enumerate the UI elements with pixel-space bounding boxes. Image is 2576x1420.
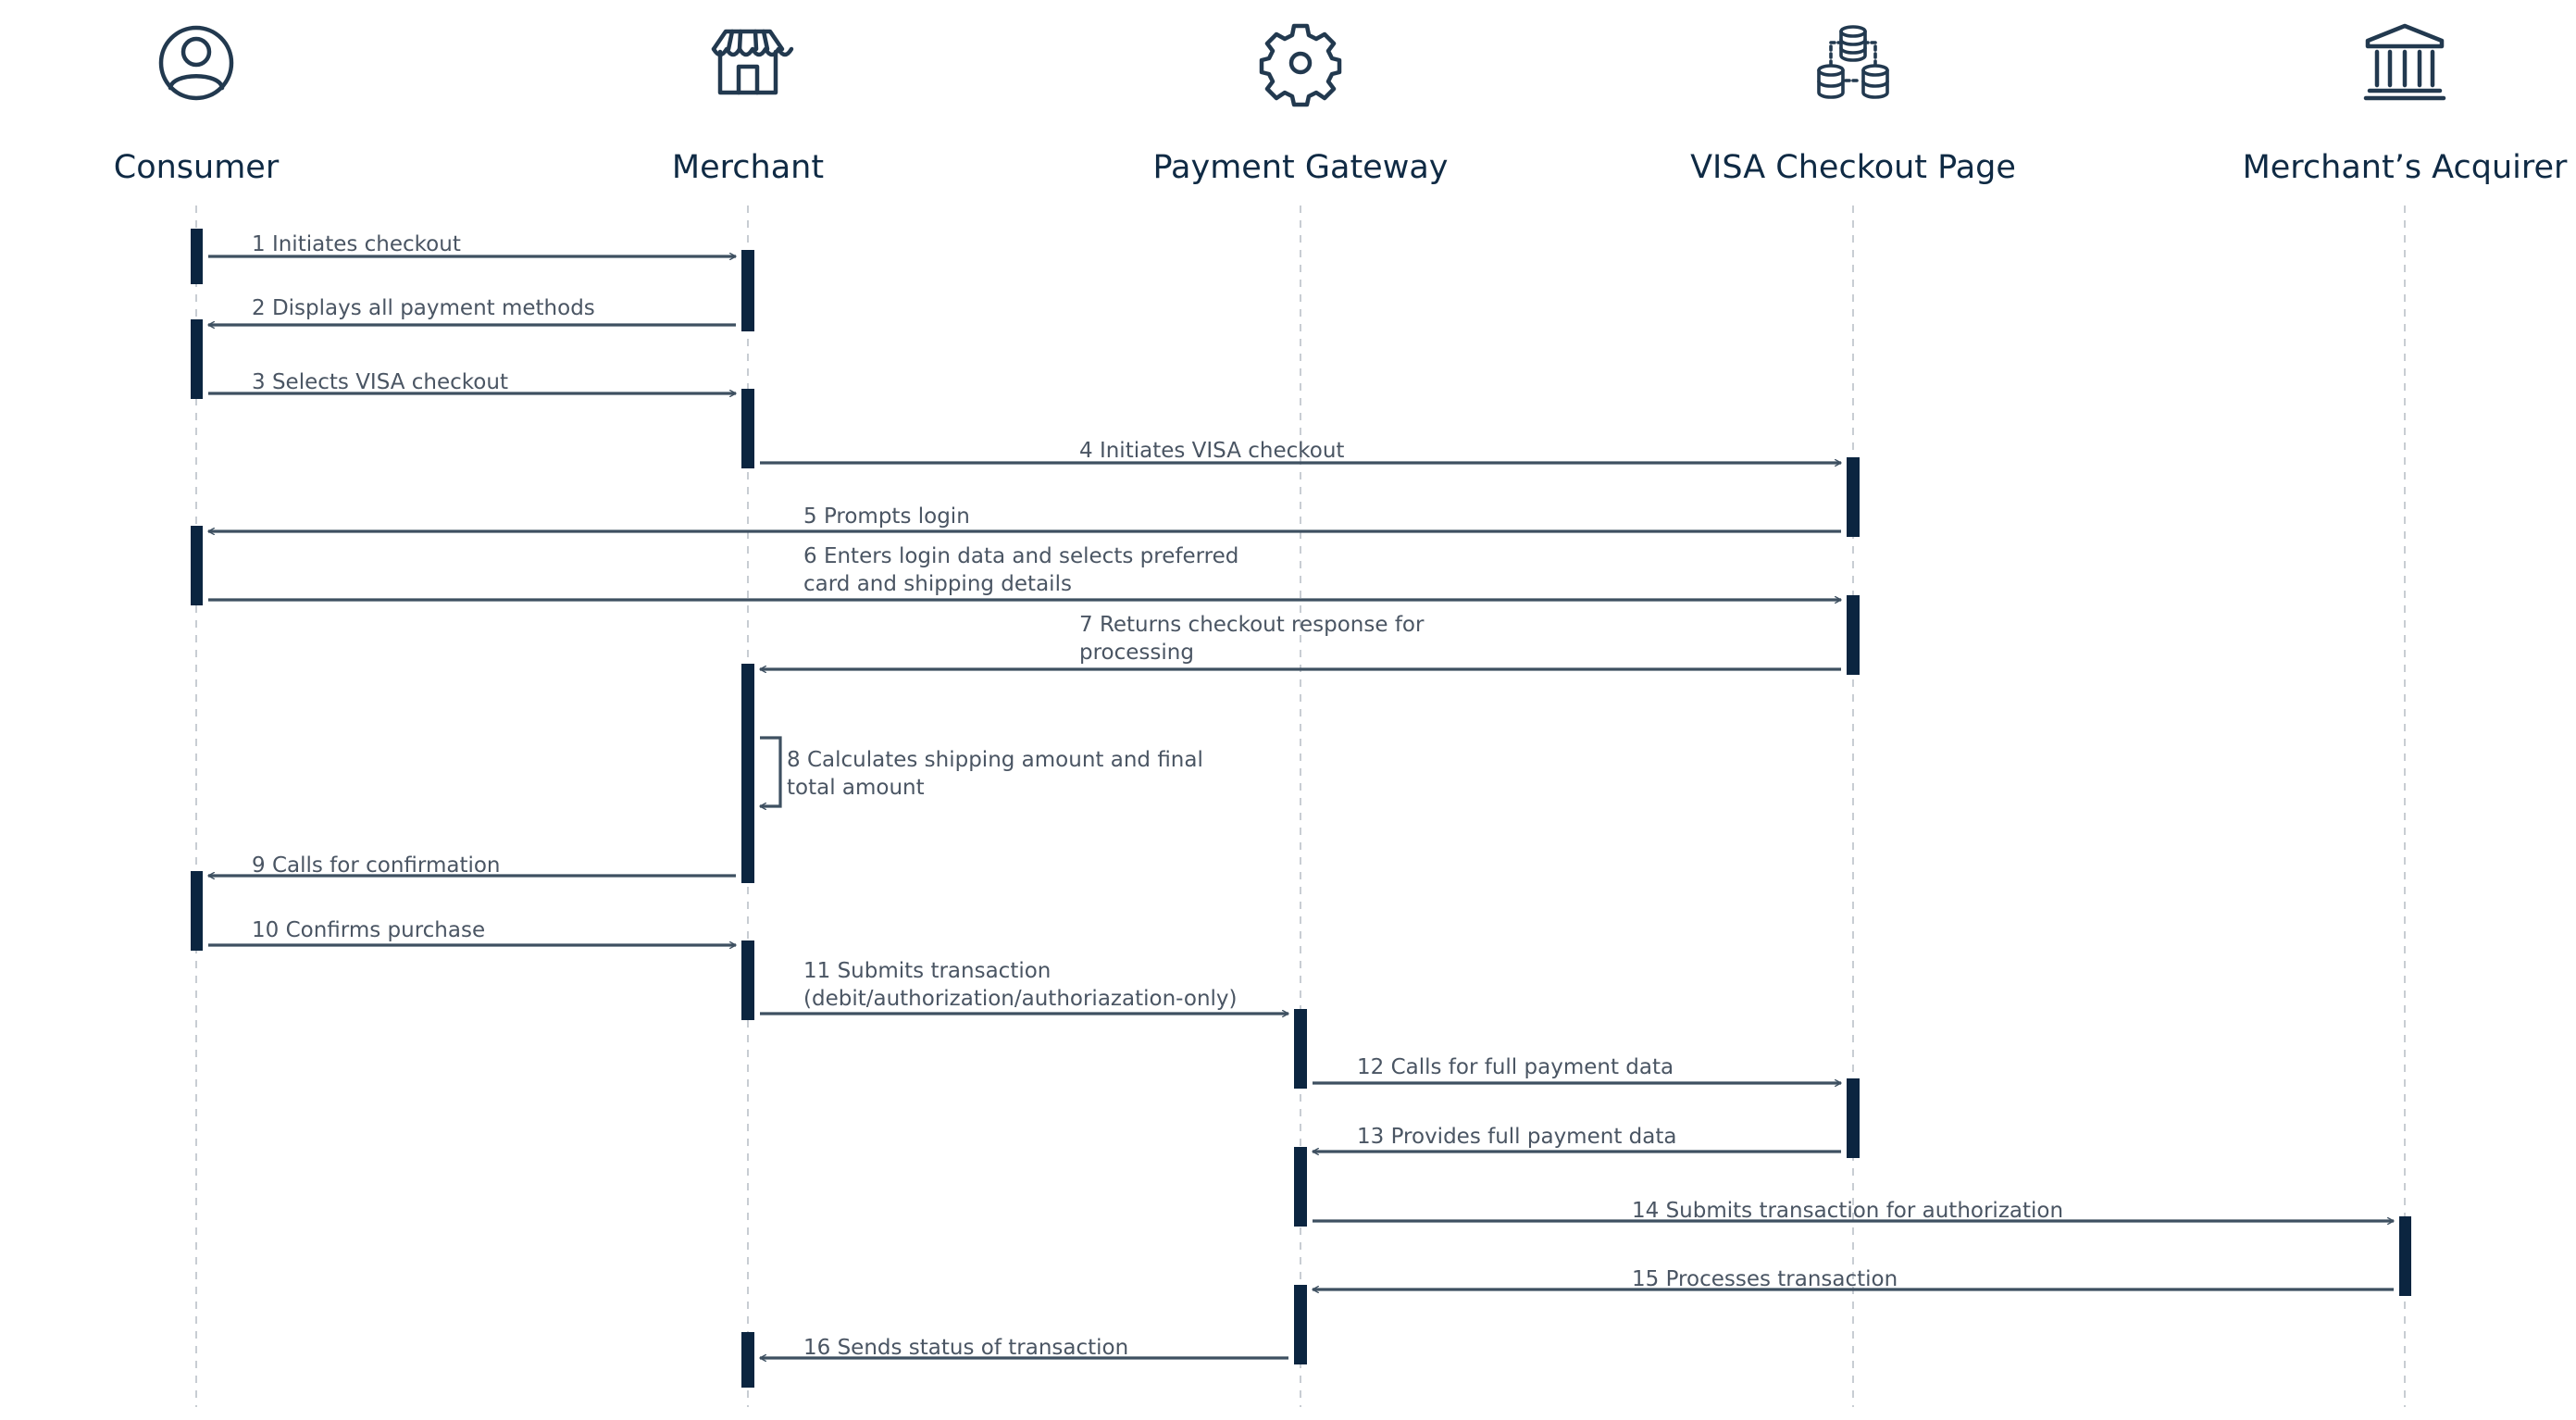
activation-bar xyxy=(741,1332,754,1388)
actor-label-merchant: Merchant xyxy=(672,149,824,186)
activation-bar xyxy=(1294,1285,1307,1364)
message-label-7-line-1: 7 Returns checkout response for xyxy=(1079,613,1425,637)
message-label-2: 2 Displays all payment methods xyxy=(252,296,595,320)
activation-bar xyxy=(741,389,754,468)
message-label-16: 16 Sends status of transaction xyxy=(803,1336,1128,1360)
gear-icon xyxy=(1259,23,1342,107)
actor-label-consumer: Consumer xyxy=(114,149,280,186)
message-label-15: 15 Processes transaction xyxy=(1632,1267,1898,1291)
message-labels: 1 Initiates checkout 2 Displays all paym… xyxy=(252,232,2063,1360)
activation-bar xyxy=(1294,1147,1307,1227)
storefront-icon xyxy=(711,29,794,95)
activation-bar xyxy=(191,526,203,605)
activation-bar xyxy=(1847,1078,1860,1158)
message-label-8-line-2: total amount xyxy=(787,776,925,800)
database-network-icon xyxy=(1817,25,1889,99)
user-circle-icon xyxy=(158,25,234,101)
activation-bar xyxy=(191,871,203,951)
bank-icon xyxy=(2363,23,2446,101)
activation-bar xyxy=(1847,595,1860,675)
message-label-3: 3 Selects VISA checkout xyxy=(252,370,508,394)
actor-label-visa: VISA Checkout Page xyxy=(1690,149,2016,186)
message-arrow-8 xyxy=(760,736,782,806)
message-label-12: 12 Calls for full payment data xyxy=(1357,1055,1674,1079)
activation-bar xyxy=(191,319,203,399)
actor-label-gateway: Payment Gateway xyxy=(1153,149,1449,186)
activation-bar xyxy=(1294,1009,1307,1089)
activation-bar xyxy=(741,940,754,1020)
message-label-11-line-2: (debit/authorization/authoriazation-only… xyxy=(803,987,1238,1011)
message-label-13: 13 Provides full payment data xyxy=(1357,1125,1676,1149)
message-label-9: 9 Calls for confirmation xyxy=(252,853,501,878)
message-label-6-line-1: 6 Enters login data and selects preferre… xyxy=(803,544,1238,568)
message-label-5: 5 Prompts login xyxy=(803,504,970,529)
activation-bars xyxy=(191,229,2411,1388)
activation-bar xyxy=(2399,1216,2411,1296)
message-label-14: 14 Submits transaction for authorization xyxy=(1632,1199,2063,1223)
activation-bar xyxy=(1847,457,1860,537)
message-label-7-line-2: processing xyxy=(1079,641,1194,665)
activation-bar xyxy=(741,250,754,331)
activation-bar xyxy=(191,229,203,284)
message-label-6-line-2: card and shipping details xyxy=(803,572,1072,596)
message-label-8-line-1: 8 Calculates shipping amount and final xyxy=(787,748,1203,772)
lifelines xyxy=(195,206,2406,1407)
message-label-1: 1 Initiates checkout xyxy=(252,232,461,256)
activation-bar xyxy=(741,664,754,883)
message-label-10: 10 Confirms purchase xyxy=(252,918,485,942)
actor-label-acquirer: Merchant’s Acquirer xyxy=(2243,149,2568,186)
message-arrows xyxy=(208,256,2394,1358)
message-label-4: 4 Initiates VISA checkout xyxy=(1079,439,1344,463)
message-label-11-line-1: 11 Submits transaction xyxy=(803,959,1051,983)
